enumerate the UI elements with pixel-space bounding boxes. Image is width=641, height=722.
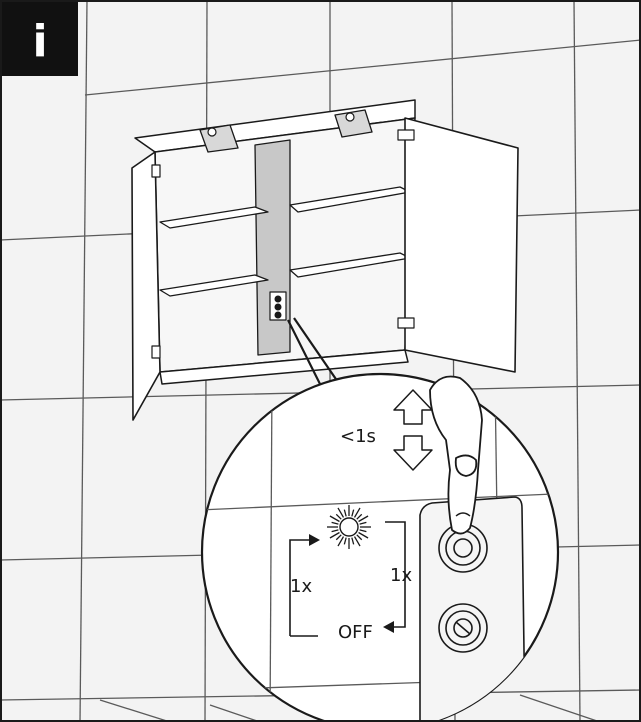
light-ray: [335, 513, 342, 520]
light-ray: [356, 534, 363, 541]
light-ray: [356, 513, 363, 520]
light-ray: [359, 521, 367, 525]
light-ray: [337, 536, 345, 547]
light-ray: [329, 531, 340, 539]
light-ray: [329, 515, 340, 523]
light-ray: [337, 507, 345, 518]
light-ray: [351, 537, 355, 545]
callout-leader: [287, 317, 341, 389]
light-ray: [353, 507, 361, 518]
push-button-icon: [438, 603, 488, 653]
light-ray: [351, 509, 355, 517]
mirror-cabinet: [131, 99, 519, 421]
light-ray: [331, 521, 339, 525]
cycle-loop: [289, 521, 406, 637]
arrow-down-icon: [393, 435, 433, 471]
magnifier-circle: <1s 1x 1x OFF: [200, 372, 560, 722]
light-ray: [358, 531, 369, 539]
light-ray: [331, 529, 339, 533]
light-ray: [353, 536, 361, 547]
arrow-up-icon: [393, 389, 433, 425]
cycle-left-label: 1x: [290, 576, 312, 597]
light-ray: [358, 515, 369, 523]
info-badge-letter: i: [32, 16, 47, 67]
light-ray: [343, 537, 347, 545]
finger-hand-icon: [429, 375, 483, 535]
light-ray: [343, 509, 347, 517]
off-label: OFF: [338, 622, 373, 643]
cycle-right-label: 1x: [390, 565, 412, 586]
light-ray: [335, 534, 342, 541]
light-ray: [359, 529, 367, 533]
info-badge: i: [2, 2, 78, 76]
light-burst-icon: [327, 505, 371, 549]
press-duration-label: <1s: [340, 426, 376, 447]
